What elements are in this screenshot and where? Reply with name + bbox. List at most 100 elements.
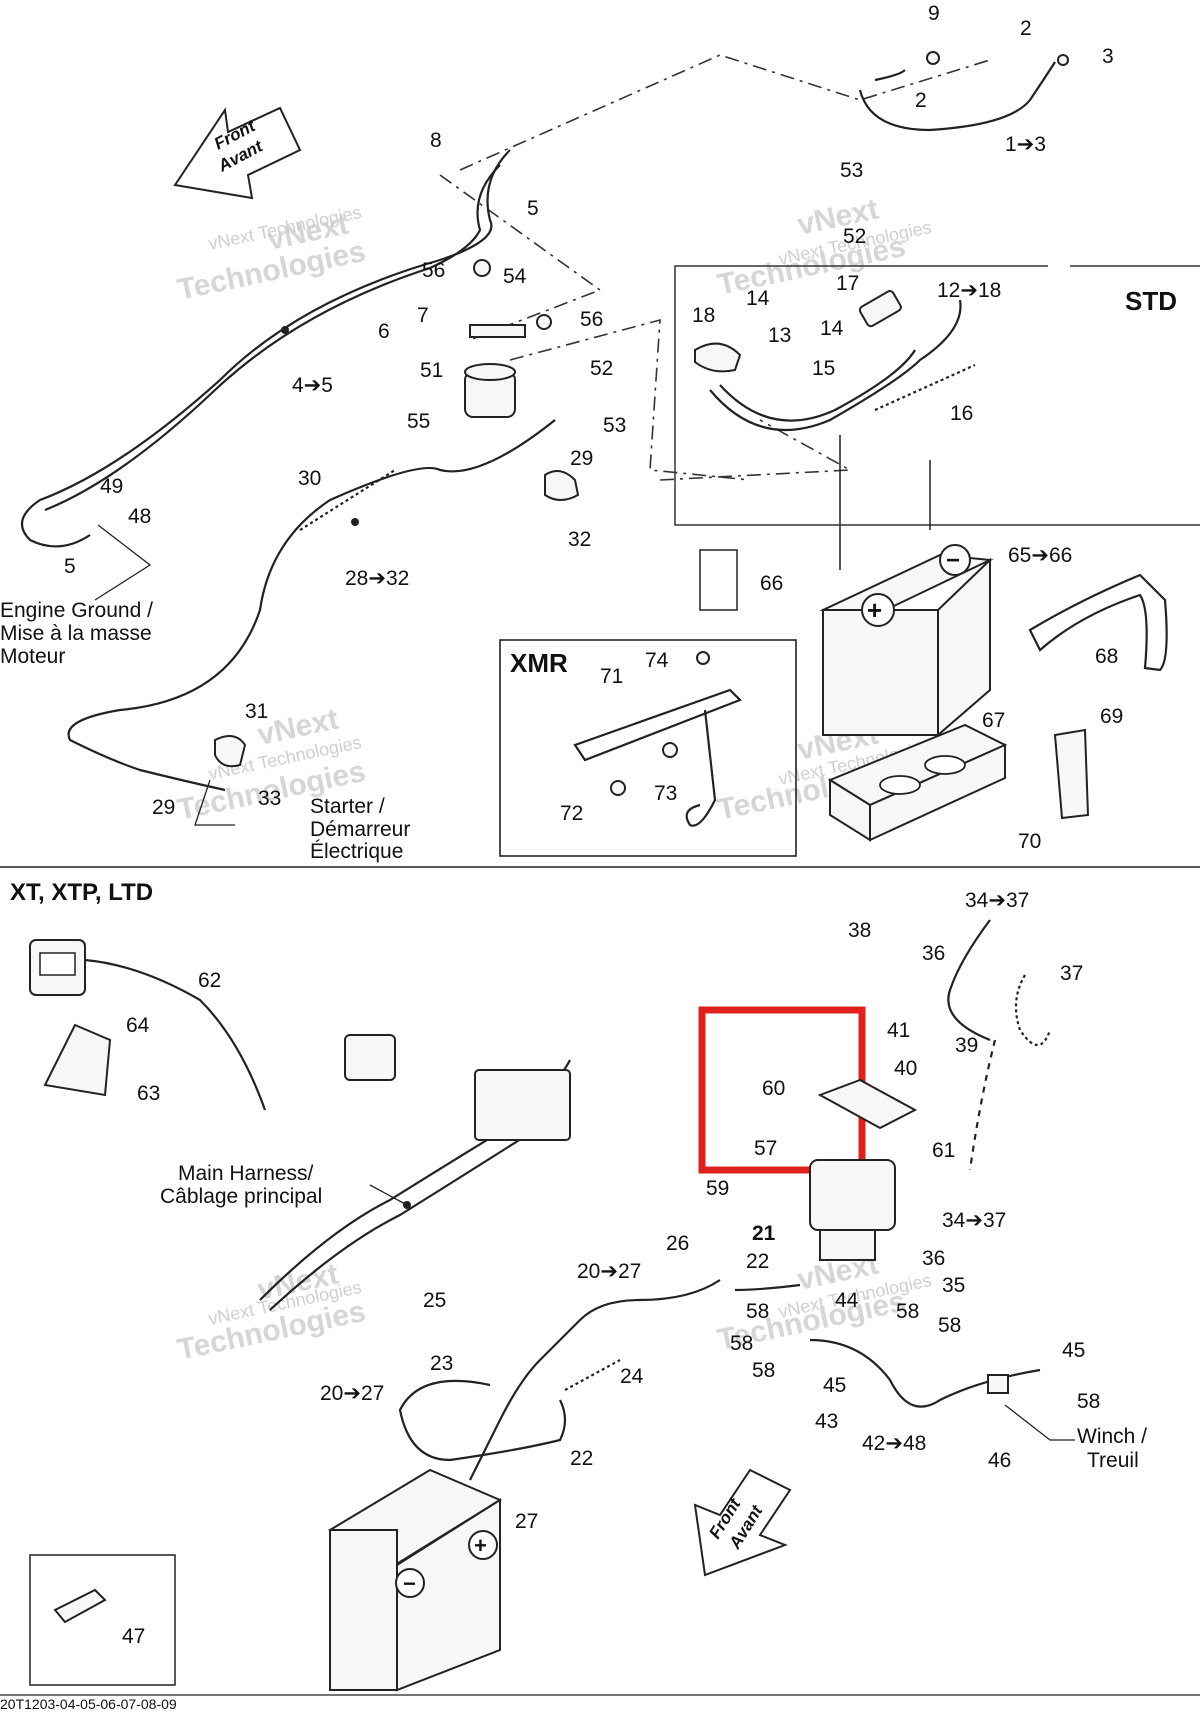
part-label-28-32: 28➔32 — [345, 567, 409, 590]
part-label-43: 43 — [815, 1410, 838, 1433]
sleeve-37 — [1014, 974, 1052, 1047]
cable-34-37 — [947, 919, 991, 1042]
part-label-2: 2 — [1020, 17, 1032, 40]
part-label-20-27a: 20➔27 — [577, 1260, 641, 1283]
part-label-44: 44 — [835, 1289, 859, 1312]
bracket-69 — [1053, 728, 1090, 820]
part-label-30: 30 — [298, 467, 321, 490]
part-label-32: 32 — [568, 528, 591, 551]
section-title-std: STD — [1125, 286, 1177, 316]
part-label-42-48: 42➔48 — [862, 1432, 926, 1455]
part-label-4-5: 4➔5 — [292, 374, 333, 397]
callout-main-harness-1: Main Harness/ — [178, 1162, 314, 1185]
rail-71 — [573, 688, 742, 762]
part-label-36a: 36 — [922, 942, 945, 965]
post-72a — [610, 780, 626, 796]
part-label-17: 17 — [836, 272, 859, 295]
footer-code: 20T1203-04-05-06-07-08-09 — [0, 1696, 177, 1712]
part-label-34-37b: 34➔37 — [942, 1209, 1006, 1232]
nut-9 — [926, 51, 940, 65]
part-label-68: 68 — [1095, 645, 1118, 668]
part-label-58a: 58 — [746, 1300, 769, 1323]
part-label-64: 64 — [126, 1014, 150, 1037]
inset-66 — [699, 549, 738, 611]
part-label-22b: 22 — [570, 1447, 593, 1470]
part-label-56b: 56 — [580, 308, 603, 331]
xmr-box — [499, 639, 797, 857]
part-label-23: 23 — [430, 1352, 453, 1375]
part-label-65-66: 65➔66 — [1008, 544, 1072, 567]
strap-68 — [1028, 573, 1168, 672]
boot-17 — [858, 290, 902, 328]
nut-74 — [696, 651, 710, 665]
part-label-55: 55 — [407, 410, 430, 433]
part-label-41: 41 — [887, 1019, 910, 1042]
callout-starter-1: Starter / — [310, 795, 385, 818]
part-label-63: 63 — [137, 1082, 160, 1105]
bracket-63 — [43, 1023, 112, 1097]
part-label-58b: 58 — [896, 1300, 919, 1323]
ref-line-top — [459, 54, 991, 171]
ref-line-mid — [439, 174, 602, 341]
battery-bottom: + − — [327, 1468, 503, 1692]
starter-leader — [194, 779, 235, 826]
part-label-47: 47 — [122, 1625, 145, 1648]
part-label-53a: 53 — [840, 159, 863, 182]
part-label-16: 16 — [950, 402, 973, 425]
part-label-5a: 5 — [527, 197, 539, 220]
cable-28-32-marker — [351, 518, 359, 526]
boot-18 — [694, 342, 742, 373]
part-label-52a: 52 — [843, 225, 866, 248]
part-label-18: 18 — [692, 304, 715, 327]
terminal-2 — [1057, 54, 1069, 66]
part-label-57: 57 — [754, 1137, 777, 1160]
part-label-33: 33 — [258, 787, 281, 810]
part-label-39: 39 — [955, 1034, 978, 1057]
part-label-45a: 45 — [1062, 1339, 1085, 1362]
part-label-69: 69 — [1100, 705, 1123, 728]
part-label-9: 9 — [928, 2, 940, 25]
cable-20-27 — [469, 1279, 721, 1481]
main-harness-inner — [269, 1129, 536, 1311]
fuse-box — [474, 1069, 571, 1141]
part-number-labels: 9 2 3 2 1➔3 8 5 53 52 56 54 7 6 56 51 52… — [64, 2, 1123, 1648]
part-label-51: 51 — [420, 359, 443, 382]
callout-engine-ground-1: Engine Ground / — [0, 599, 153, 622]
callout-main-harness-2: Câblage principal — [160, 1185, 322, 1208]
callout-starter-3: Électrique — [310, 840, 403, 863]
callout-engine-ground-2: Mise à la masse — [0, 622, 152, 645]
callout-winch-1: Winch / — [1077, 1425, 1147, 1448]
clip-47 — [53, 1588, 107, 1624]
part-label-59: 59 — [706, 1177, 729, 1200]
inset-47 — [29, 1554, 176, 1686]
part-label-49: 49 — [100, 475, 123, 498]
part-label-14a: 14 — [746, 287, 770, 310]
part-label-21: 21 — [752, 1222, 776, 1245]
cable-1-3 — [858, 61, 1056, 132]
part-label-58c: 58 — [938, 1314, 961, 1337]
ref-line-right — [509, 318, 751, 481]
part-label-37: 37 — [1060, 962, 1083, 985]
part-label-61: 61 — [932, 1139, 955, 1162]
part-label-36b: 36 — [922, 1247, 945, 1270]
part-label-6: 6 — [378, 320, 390, 343]
svg-text:+: + — [474, 1533, 487, 1558]
part-label-25: 25 — [423, 1289, 446, 1312]
front-arrow-bottom: Front Avant — [693, 1468, 792, 1577]
boot-31 — [214, 735, 247, 768]
part-label-72: 72 — [560, 802, 583, 825]
part-label-27: 27 — [515, 1510, 538, 1533]
part-label-58d: 58 — [730, 1332, 753, 1355]
part-label-58e: 58 — [752, 1359, 775, 1382]
module-62 — [29, 939, 86, 996]
boot-32 — [544, 470, 580, 501]
part-label-22a: 22 — [746, 1250, 769, 1273]
part-label-12-18: 12➔18 — [937, 279, 1001, 302]
part-label-56a: 56 — [422, 259, 445, 282]
cable-20-27-end — [734, 1283, 801, 1292]
cable-12-18-inner — [719, 349, 916, 422]
part-label-71: 71 — [600, 665, 623, 688]
callout-starter-2: Démarreur — [310, 818, 410, 841]
cable-4-5 — [20, 149, 511, 548]
part-label-29b: 29 — [152, 796, 175, 819]
